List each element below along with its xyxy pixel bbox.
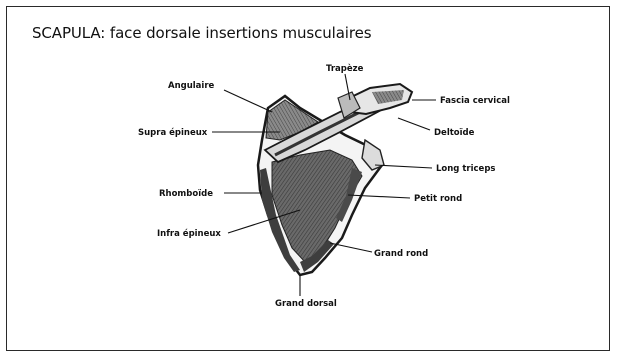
label-fascia-cervical: Fascia cervical: [440, 96, 510, 106]
label-supra-epineux: Supra épineux: [138, 127, 208, 138]
label-grand-rond: Grand rond: [374, 249, 428, 259]
label-angulaire: Angulaire: [168, 81, 215, 91]
label-long-triceps: Long triceps: [436, 164, 495, 174]
label-petit-rond: Petit rond: [414, 194, 462, 204]
label-rhomboide: Rhomboïde: [159, 189, 213, 199]
label-infra-epineux: Infra épineux: [157, 228, 221, 239]
label-deltoide: Deltoïde: [434, 128, 475, 138]
label-grand-dorsal: Grand dorsal: [275, 299, 337, 309]
label-trapeze: Trapèze: [326, 63, 364, 74]
